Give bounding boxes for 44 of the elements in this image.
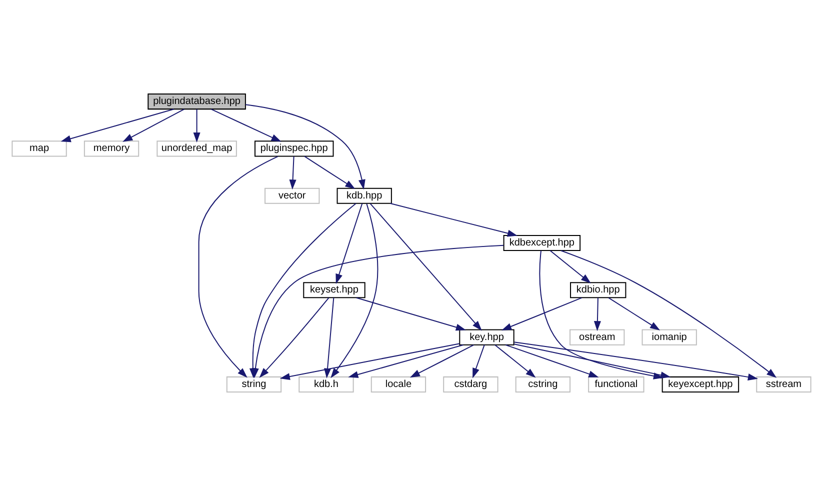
arrow <box>410 344 474 378</box>
arrow <box>348 344 464 378</box>
arrow <box>259 297 330 378</box>
node-box: kdb.hpp <box>336 187 392 204</box>
node-box: plugindatabase.hpp <box>148 93 246 110</box>
node-box: locale <box>370 376 426 392</box>
arrow <box>594 297 601 331</box>
node-box: kdb.h <box>298 376 354 392</box>
node-box: keyexcept.hpp <box>662 376 740 392</box>
arrow <box>370 202 482 330</box>
node-box: key.hpp <box>459 328 514 345</box>
arrow <box>304 155 356 188</box>
arrow <box>608 296 660 330</box>
arrow <box>472 344 485 378</box>
arrow <box>60 108 174 142</box>
node-box: kdbexcept.hpp <box>503 234 581 251</box>
arrow <box>336 202 363 284</box>
node-box: sstream <box>756 376 812 392</box>
node-box: string <box>226 376 282 392</box>
node-box: memory <box>84 140 140 156</box>
node-box: unordered_map <box>156 140 237 156</box>
arrow <box>494 344 536 378</box>
node-box: ostream <box>570 328 625 345</box>
node-box: functional <box>588 376 644 392</box>
arrow <box>289 156 296 190</box>
node-box: map <box>12 140 67 156</box>
arrow <box>330 203 378 378</box>
node-box: pluginspec.hpp <box>254 140 334 156</box>
arrow <box>210 108 282 142</box>
arrow <box>245 104 366 190</box>
node-box: vector <box>264 187 320 204</box>
node-box: cstring <box>515 376 571 392</box>
arrow <box>193 108 200 142</box>
arrow <box>550 250 591 283</box>
arrow <box>501 296 582 330</box>
arrow <box>390 202 518 236</box>
arrow <box>356 296 466 330</box>
node-box: cstdarg <box>443 376 498 392</box>
arrow <box>505 344 599 377</box>
arrow <box>122 108 184 142</box>
node-box: iomanip <box>642 328 697 345</box>
node-box: keyset.hpp <box>303 282 366 298</box>
node-box: kdbio.hpp <box>570 282 626 298</box>
arrow <box>560 250 777 378</box>
